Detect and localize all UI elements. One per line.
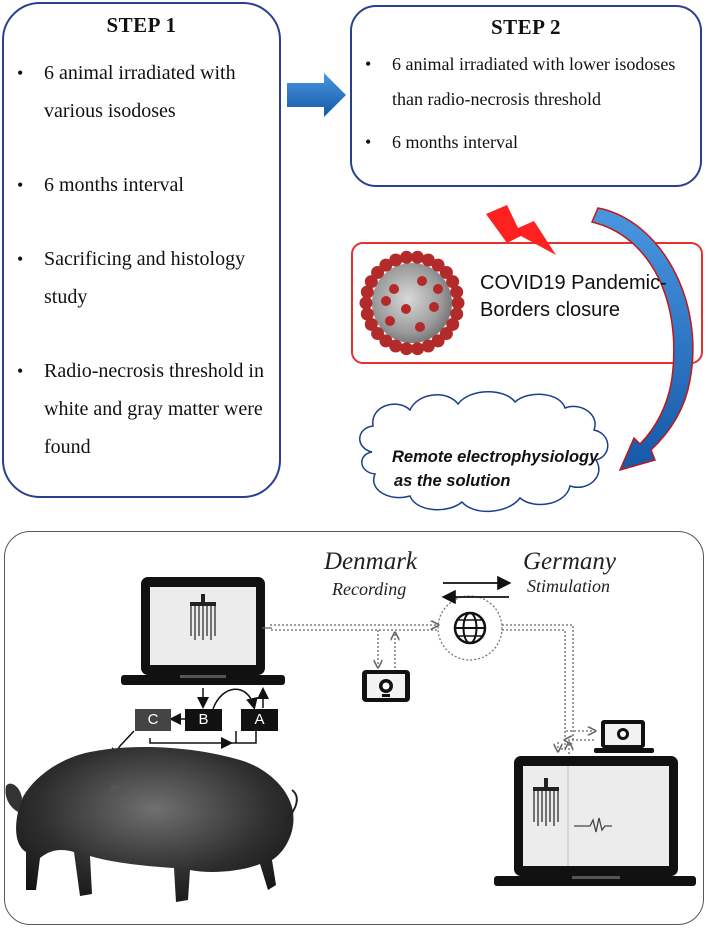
step1-bullet-1: 6 animal irradiated with various isodose… xyxy=(4,54,279,130)
virus-image xyxy=(359,250,465,356)
role-right: Stimulation xyxy=(527,576,611,596)
box-b-label: B xyxy=(198,711,209,728)
country-left: Denmark xyxy=(324,548,418,575)
step1-box: STEP 1 6 animal irradiated with various … xyxy=(2,2,281,498)
step1-bullet-3: Sacrificing and histology study xyxy=(4,240,279,316)
box-a xyxy=(241,709,278,731)
step2-bullet-1: 6 animal irradiated with lower isodoses … xyxy=(352,47,700,117)
covid-text: COVID19 Pandemic- Borders closure xyxy=(480,270,667,324)
cloud-shape xyxy=(359,391,609,513)
step1-bullet-4: Radio-necrosis threshold in white and gr… xyxy=(4,352,279,466)
webcam-icon xyxy=(362,670,410,702)
step2-title: STEP 2 xyxy=(490,15,562,39)
block-connections xyxy=(110,687,269,761)
step2-list: 6 animal irradiated with lower isodoses … xyxy=(352,47,700,168)
step1-title: STEP 1 xyxy=(106,13,177,37)
covid-line-2: Borders closure xyxy=(480,299,621,321)
webcam-icon xyxy=(594,720,654,753)
cloud-line-1: Remote electrophysiology xyxy=(392,448,599,466)
arrow-right-icon xyxy=(287,73,346,117)
box-a-label: A xyxy=(254,711,265,728)
laptop-icon xyxy=(121,577,285,685)
network-connections xyxy=(270,625,594,754)
globe-icon xyxy=(437,595,503,661)
laptop-icon xyxy=(494,756,696,886)
role-left: Recording xyxy=(332,579,407,599)
box-c xyxy=(135,709,171,731)
box-c-label: C xyxy=(147,711,159,728)
exchange-arrows xyxy=(441,575,512,605)
curved-arrow-icon xyxy=(590,207,694,472)
pig-image xyxy=(5,746,298,902)
step1-bullet-2: 6 months interval xyxy=(4,166,279,204)
step1-list: 6 animal irradiated with various isodose… xyxy=(4,54,279,502)
step2-bullet-2: 6 months interval xyxy=(352,125,700,160)
country-right: Germany xyxy=(523,548,617,575)
box-b xyxy=(185,709,222,731)
cloud-text: Remote electrophysiology as the solution xyxy=(392,445,598,493)
cloud-line-2: as the solution xyxy=(394,472,511,490)
lightning-icon xyxy=(486,205,556,255)
step2-box: STEP 2 6 animal irradiated with lower is… xyxy=(350,5,702,187)
covid-line-1: COVID19 Pandemic- xyxy=(480,272,667,294)
